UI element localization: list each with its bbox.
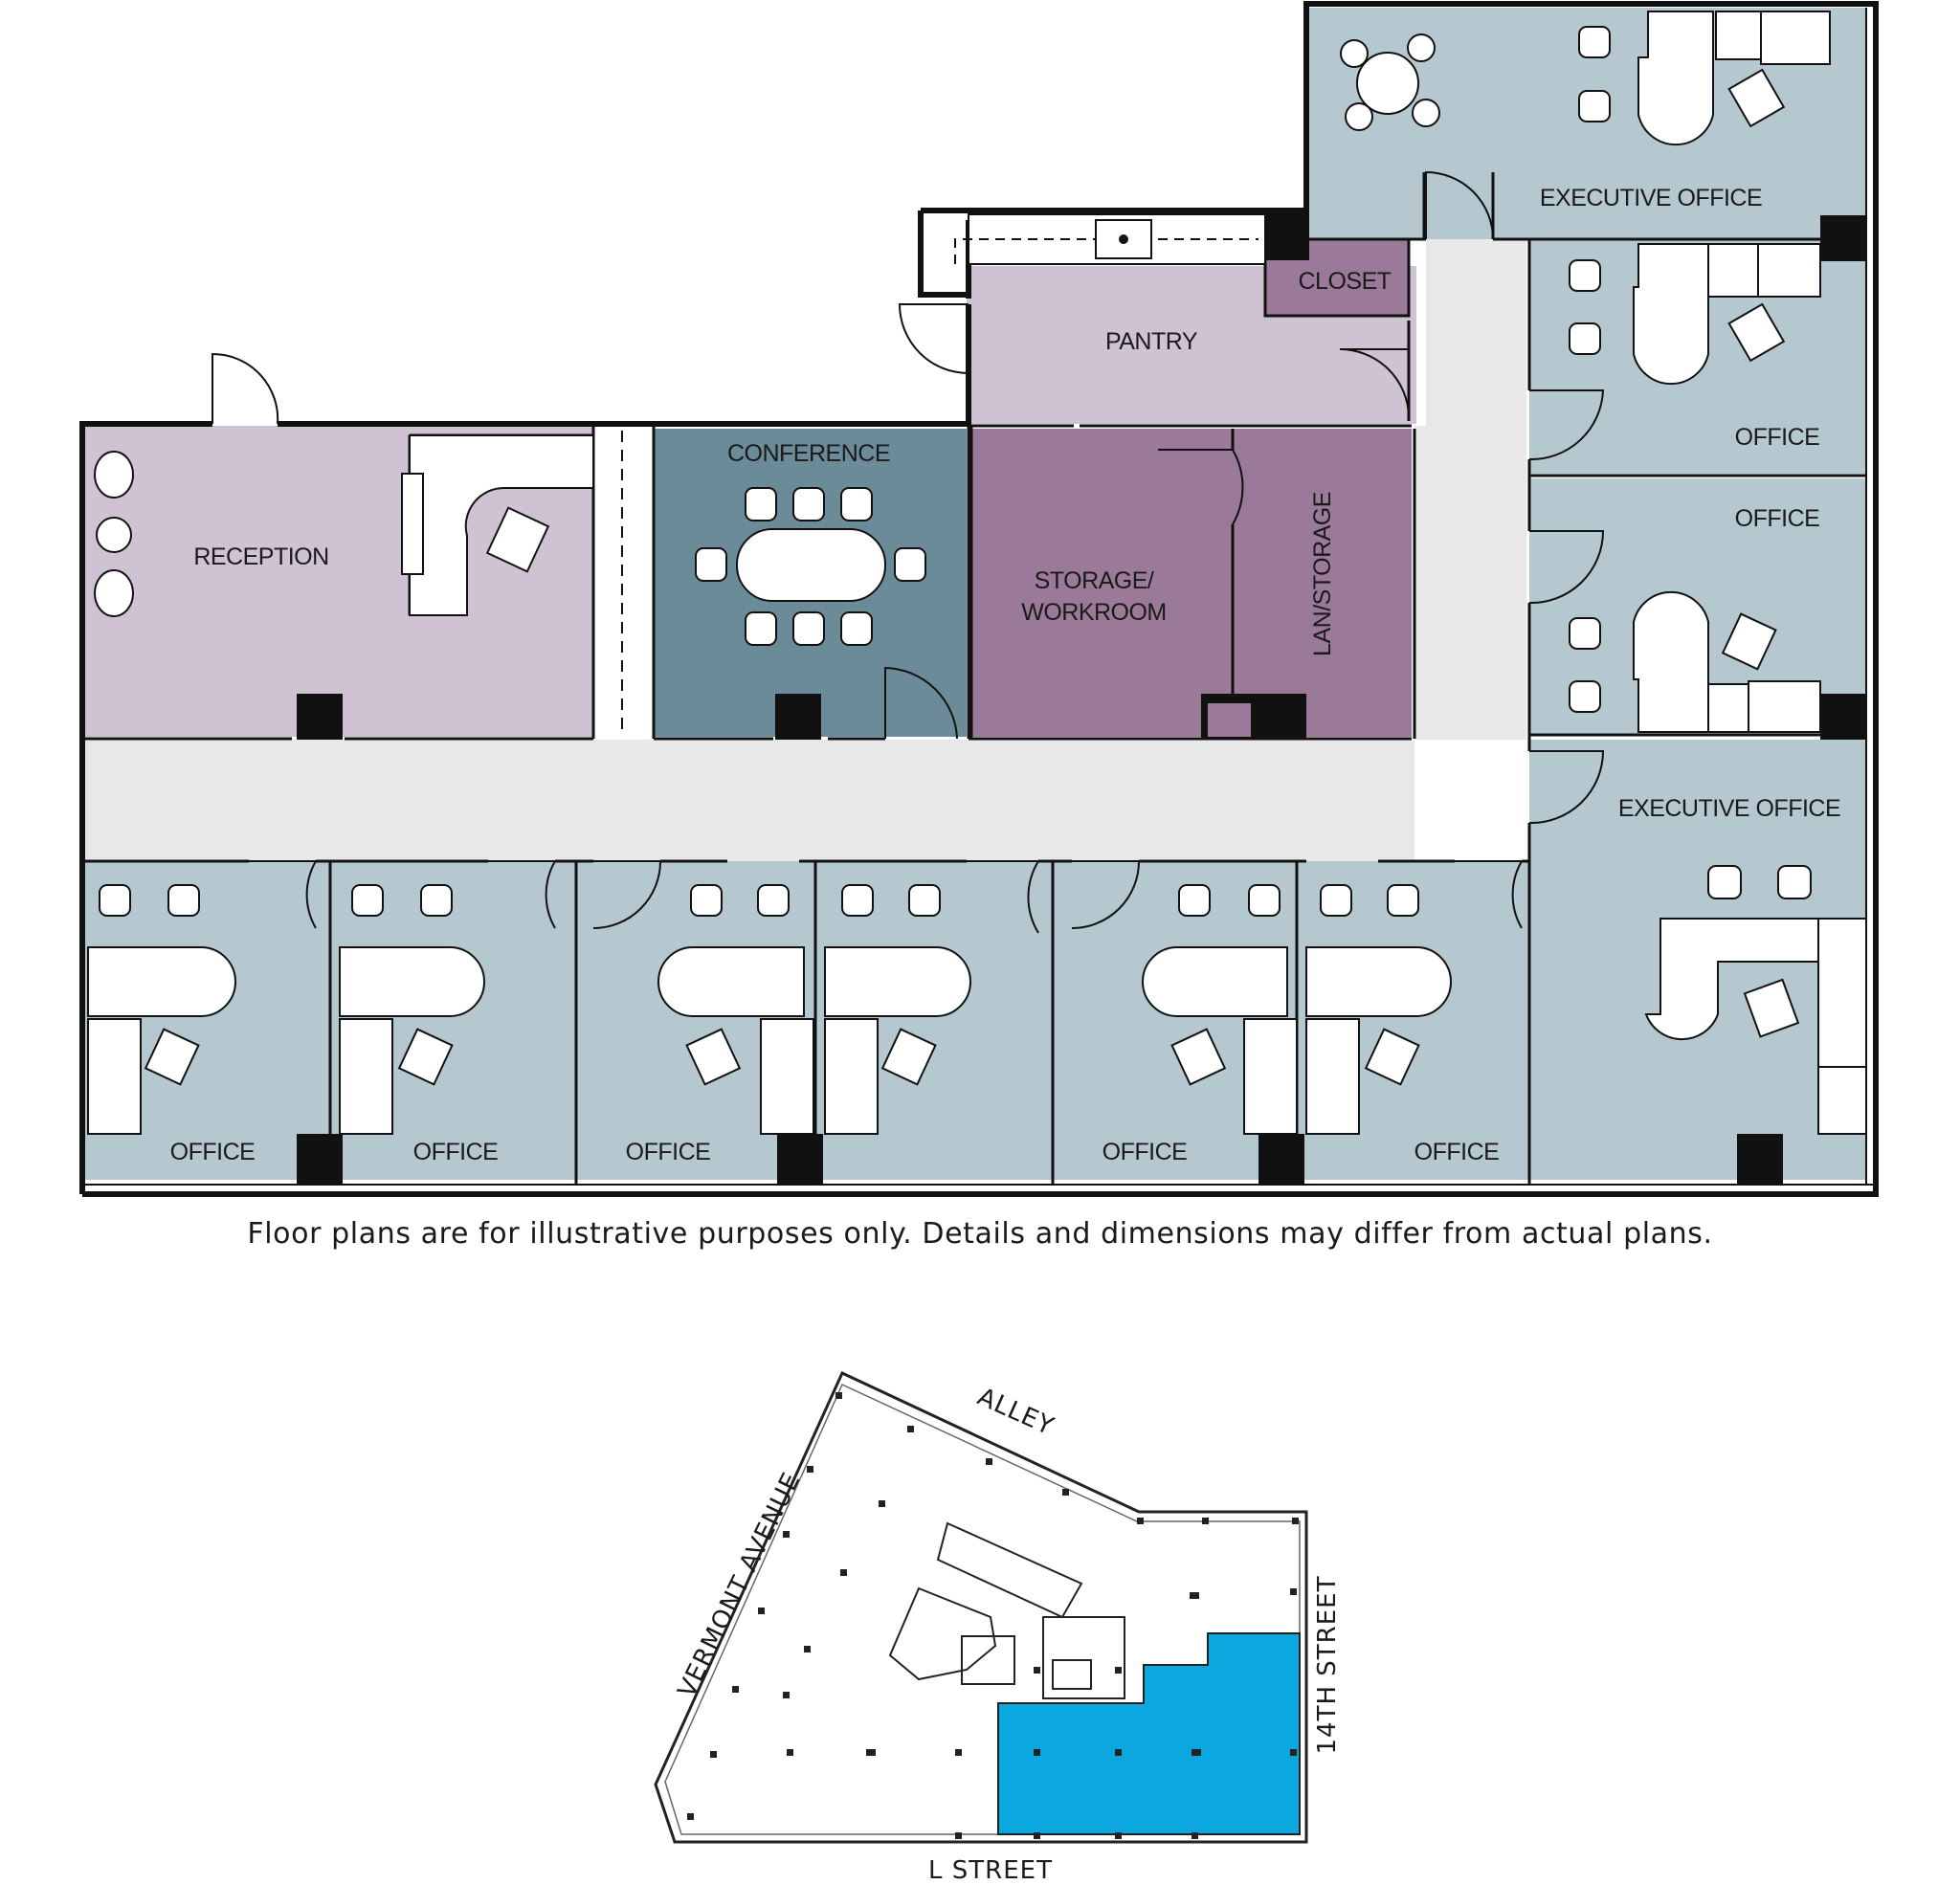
executive-office-right-label: EXECUTIVE OFFICE bbox=[1618, 795, 1840, 822]
office-bottom-2-label: OFFICE bbox=[413, 1139, 499, 1165]
room-labels: EXECUTIVE OFFICE CLOSET PANTRY OFFICE OF… bbox=[170, 185, 1841, 1165]
office-right-2-label: OFFICE bbox=[1735, 505, 1820, 532]
l-street-label: L STREET bbox=[928, 1856, 1053, 1885]
fourteenth-street-label: 14TH STREET bbox=[1313, 1576, 1342, 1755]
doors bbox=[212, 170, 1605, 934]
building-core bbox=[888, 1521, 1125, 1699]
conference-label: CONFERENCE bbox=[727, 440, 890, 467]
column-inset bbox=[1208, 703, 1251, 737]
walls bbox=[79, 1, 1879, 1197]
office-bottom-1-label: OFFICE bbox=[170, 1139, 256, 1165]
columns bbox=[297, 211, 1866, 1184]
office-bottom-4-label: OFFICE bbox=[1102, 1139, 1188, 1165]
lan-storage-label: LAN/STORAGE bbox=[1309, 492, 1336, 656]
corridor bbox=[84, 239, 1526, 861]
storage-area bbox=[971, 429, 1412, 737]
leased-space-highlight bbox=[997, 1632, 1301, 1835]
bottom-offices-furniture bbox=[87, 884, 1452, 1135]
storage-label-line1: STORAGE/ bbox=[1035, 567, 1154, 594]
office-right-1-furniture bbox=[1569, 243, 1821, 386]
office-right-1-label: OFFICE bbox=[1735, 424, 1820, 451]
closet-label: CLOSET bbox=[1298, 268, 1391, 295]
alley-label: ALLEY bbox=[973, 1383, 1058, 1442]
executive-right-furniture bbox=[1644, 865, 1867, 1135]
reception-furniture bbox=[94, 434, 594, 617]
pantry-label: PANTRY bbox=[1105, 328, 1198, 355]
key-plan-columns bbox=[687, 1392, 1299, 1839]
key-plan: ALLEY VERMONT AVENUE 14TH STREET L STREE… bbox=[654, 1370, 1342, 1885]
office-bottom-3-label: OFFICE bbox=[626, 1139, 711, 1165]
executive-top-furniture bbox=[1340, 11, 1831, 146]
conference-furniture bbox=[695, 487, 926, 646]
disclaimer-text: Floor plans are for illustrative purpose… bbox=[247, 1217, 1713, 1251]
storage-label-line2: WORKROOM bbox=[1021, 599, 1167, 626]
office-right-2-furniture bbox=[1569, 590, 1821, 733]
reception-label: RECEPTION bbox=[193, 543, 328, 570]
executive-office-top-label: EXECUTIVE OFFICE bbox=[1540, 185, 1762, 211]
office-bottom-5-label: OFFICE bbox=[1414, 1139, 1500, 1165]
pantry-counter bbox=[954, 213, 1266, 265]
